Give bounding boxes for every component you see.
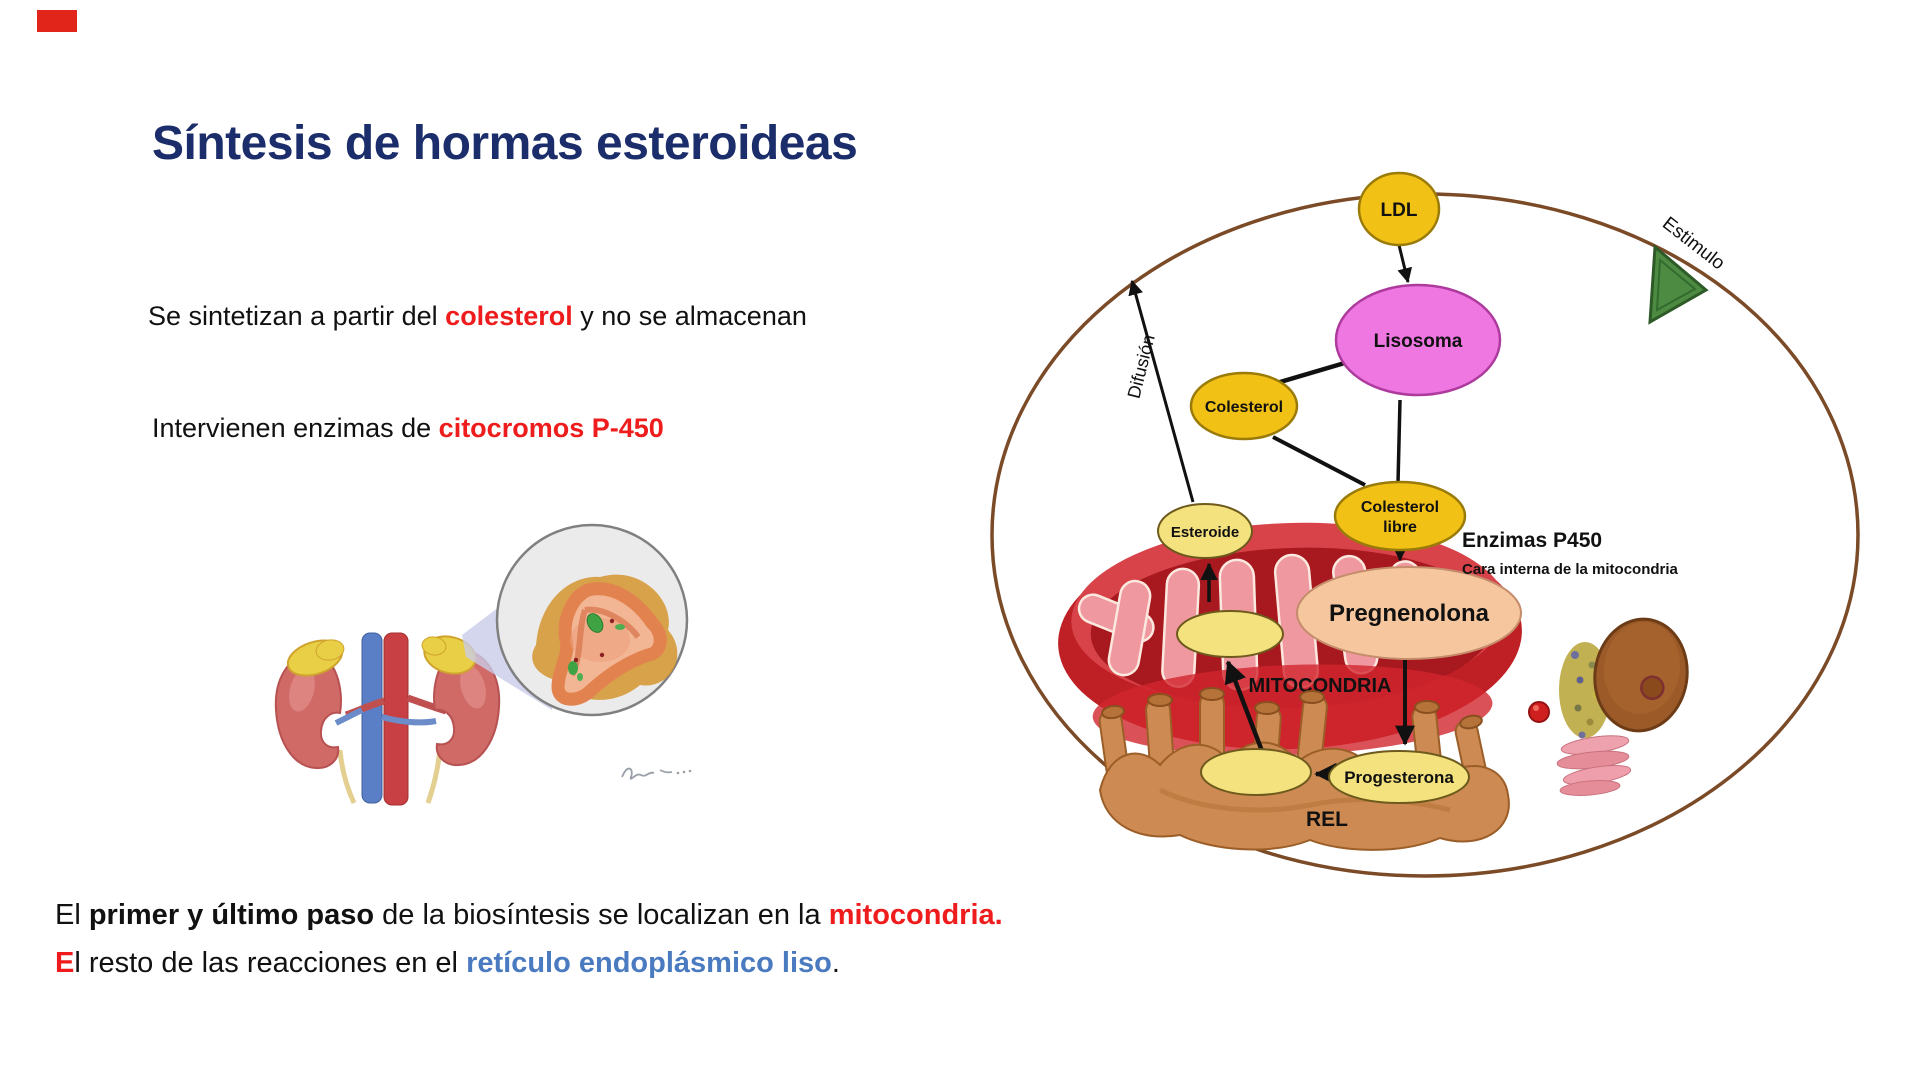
difusion-label: Difusión — [1124, 333, 1159, 401]
f2-end: . — [831, 947, 840, 979]
f2-highlight: retículo endoplásmico liso — [466, 947, 832, 979]
intermediate-vesicle-mito — [1176, 610, 1284, 658]
adrenal-glands — [286, 635, 477, 677]
intro1-highlight: colesterol — [445, 301, 573, 331]
page-title: Síntesis de hormas esteroideas — [152, 117, 858, 171]
f1-bold: primer y último paso — [88, 899, 375, 931]
footer-line-2: El resto de las reacciones en el retícul… — [55, 939, 1003, 987]
f1-highlight: mitocondria. — [828, 899, 1003, 931]
footer-line-1: El primer y último paso de la biosíntesi… — [55, 891, 1003, 939]
enzimas-p450-label: Enzimas P450 — [1462, 529, 1602, 552]
intro1-pre: Se sintetizan a partir del — [148, 301, 446, 331]
svg-text:Pregnenolona: Pregnenolona — [1329, 600, 1490, 627]
right-kidney — [433, 648, 501, 767]
footer-text: El primer y último paso de la biosíntesi… — [55, 891, 1003, 987]
ldl-node: LDL — [1357, 171, 1441, 247]
svg-text:Colesterol: Colesterol — [1205, 399, 1283, 416]
estimulo-triangle — [1648, 243, 1709, 325]
intro-line-1: Se sintetizan a partir del colesterol y … — [148, 301, 807, 332]
lisosoma-node: Lisosoma — [1334, 283, 1502, 397]
mitocondria-label: MITOCONDRIA — [1249, 675, 1392, 697]
intro2-highlight: citocromos P-450 — [438, 413, 664, 443]
svg-text:Esteroide: Esteroide — [1171, 524, 1239, 541]
pregnenolona-node: Pregnenolona — [1296, 566, 1522, 660]
intermediate-vesicle-rel — [1200, 748, 1312, 796]
pathway-connectors — [1128, 244, 1415, 786]
kidney-adrenal-illustration — [274, 523, 692, 806]
rel-label: REL — [1306, 808, 1348, 831]
membrane-folds-pink — [1556, 735, 1632, 796]
f2-red-initial: E — [55, 947, 75, 979]
steroidogenesis-cell-diagram: Estimulo MITOCONDRIA — [990, 171, 1860, 878]
intro-line-2: Intervienen enzimas de citocromos P-450 — [152, 413, 664, 444]
svg-text:libre: libre — [1383, 519, 1417, 536]
esteroide-node: Esteroide — [1157, 503, 1253, 559]
svg-text:LDL: LDL — [1381, 200, 1418, 221]
f2-mid: l resto de las reacciones en el — [74, 947, 467, 979]
f1-start: El — [55, 899, 89, 931]
adrenal-crosssection-circle — [495, 523, 689, 717]
estimulo-triangle-inner — [1655, 257, 1697, 312]
colesterol-node: Colesterol — [1189, 371, 1299, 441]
green-inclusions — [568, 613, 625, 681]
progesterona-node: Progesterona — [1328, 750, 1470, 804]
red-blood-cell — [1528, 701, 1550, 723]
lipid-droplet-disc — [1593, 617, 1689, 733]
svg-text:Progesterona: Progesterona — [1344, 768, 1454, 787]
intro2-pre: Intervienen enzimas de — [152, 413, 439, 443]
intro1-post: y no se almacenan — [572, 301, 807, 331]
svg-text:Colesterol: Colesterol — [1361, 499, 1439, 516]
svg-text:Lisosoma: Lisosoma — [1374, 331, 1463, 352]
colesterol-libre-node: Colesterol libre — [1333, 480, 1467, 552]
red-corner-marker — [37, 10, 77, 32]
cara-interna-label: Cara interna de la mitocondria — [1462, 561, 1679, 578]
f1-mid: de la biosíntesis se localizan en la — [374, 899, 829, 931]
artist-signature — [621, 767, 692, 780]
left-kidney — [274, 651, 342, 770]
